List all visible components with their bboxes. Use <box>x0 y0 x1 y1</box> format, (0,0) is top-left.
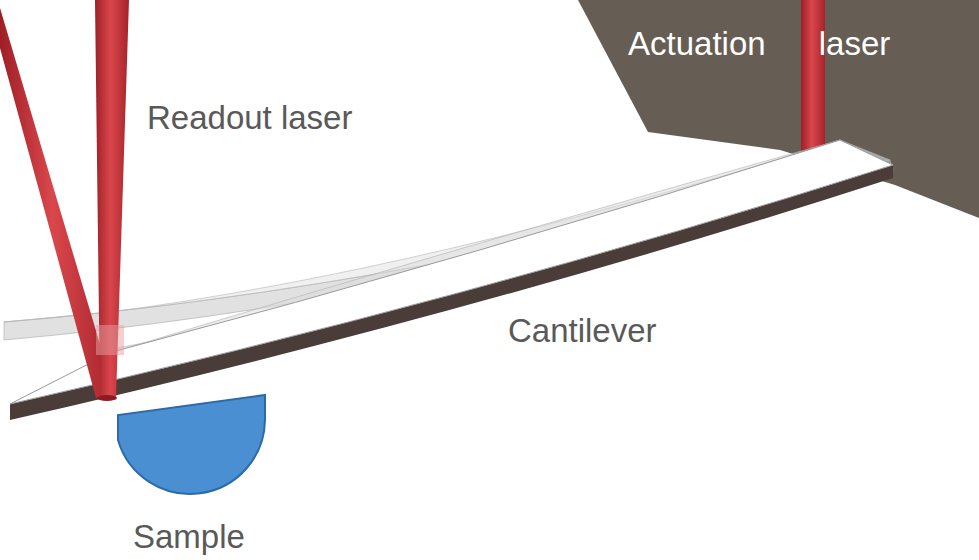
readout-beam-incident <box>95 0 129 398</box>
cantilever-top <box>10 140 893 404</box>
part-label: Cantilever <box>508 314 657 347</box>
part-label: Sample <box>133 520 245 553</box>
sample-sphere <box>118 395 265 494</box>
actuation-beam <box>801 0 825 152</box>
part-label: Actuation laser <box>628 27 890 60</box>
part-label: Readout laser <box>147 101 352 134</box>
readout-spot <box>97 395 117 401</box>
readout-beam-through-ghost <box>96 325 124 355</box>
